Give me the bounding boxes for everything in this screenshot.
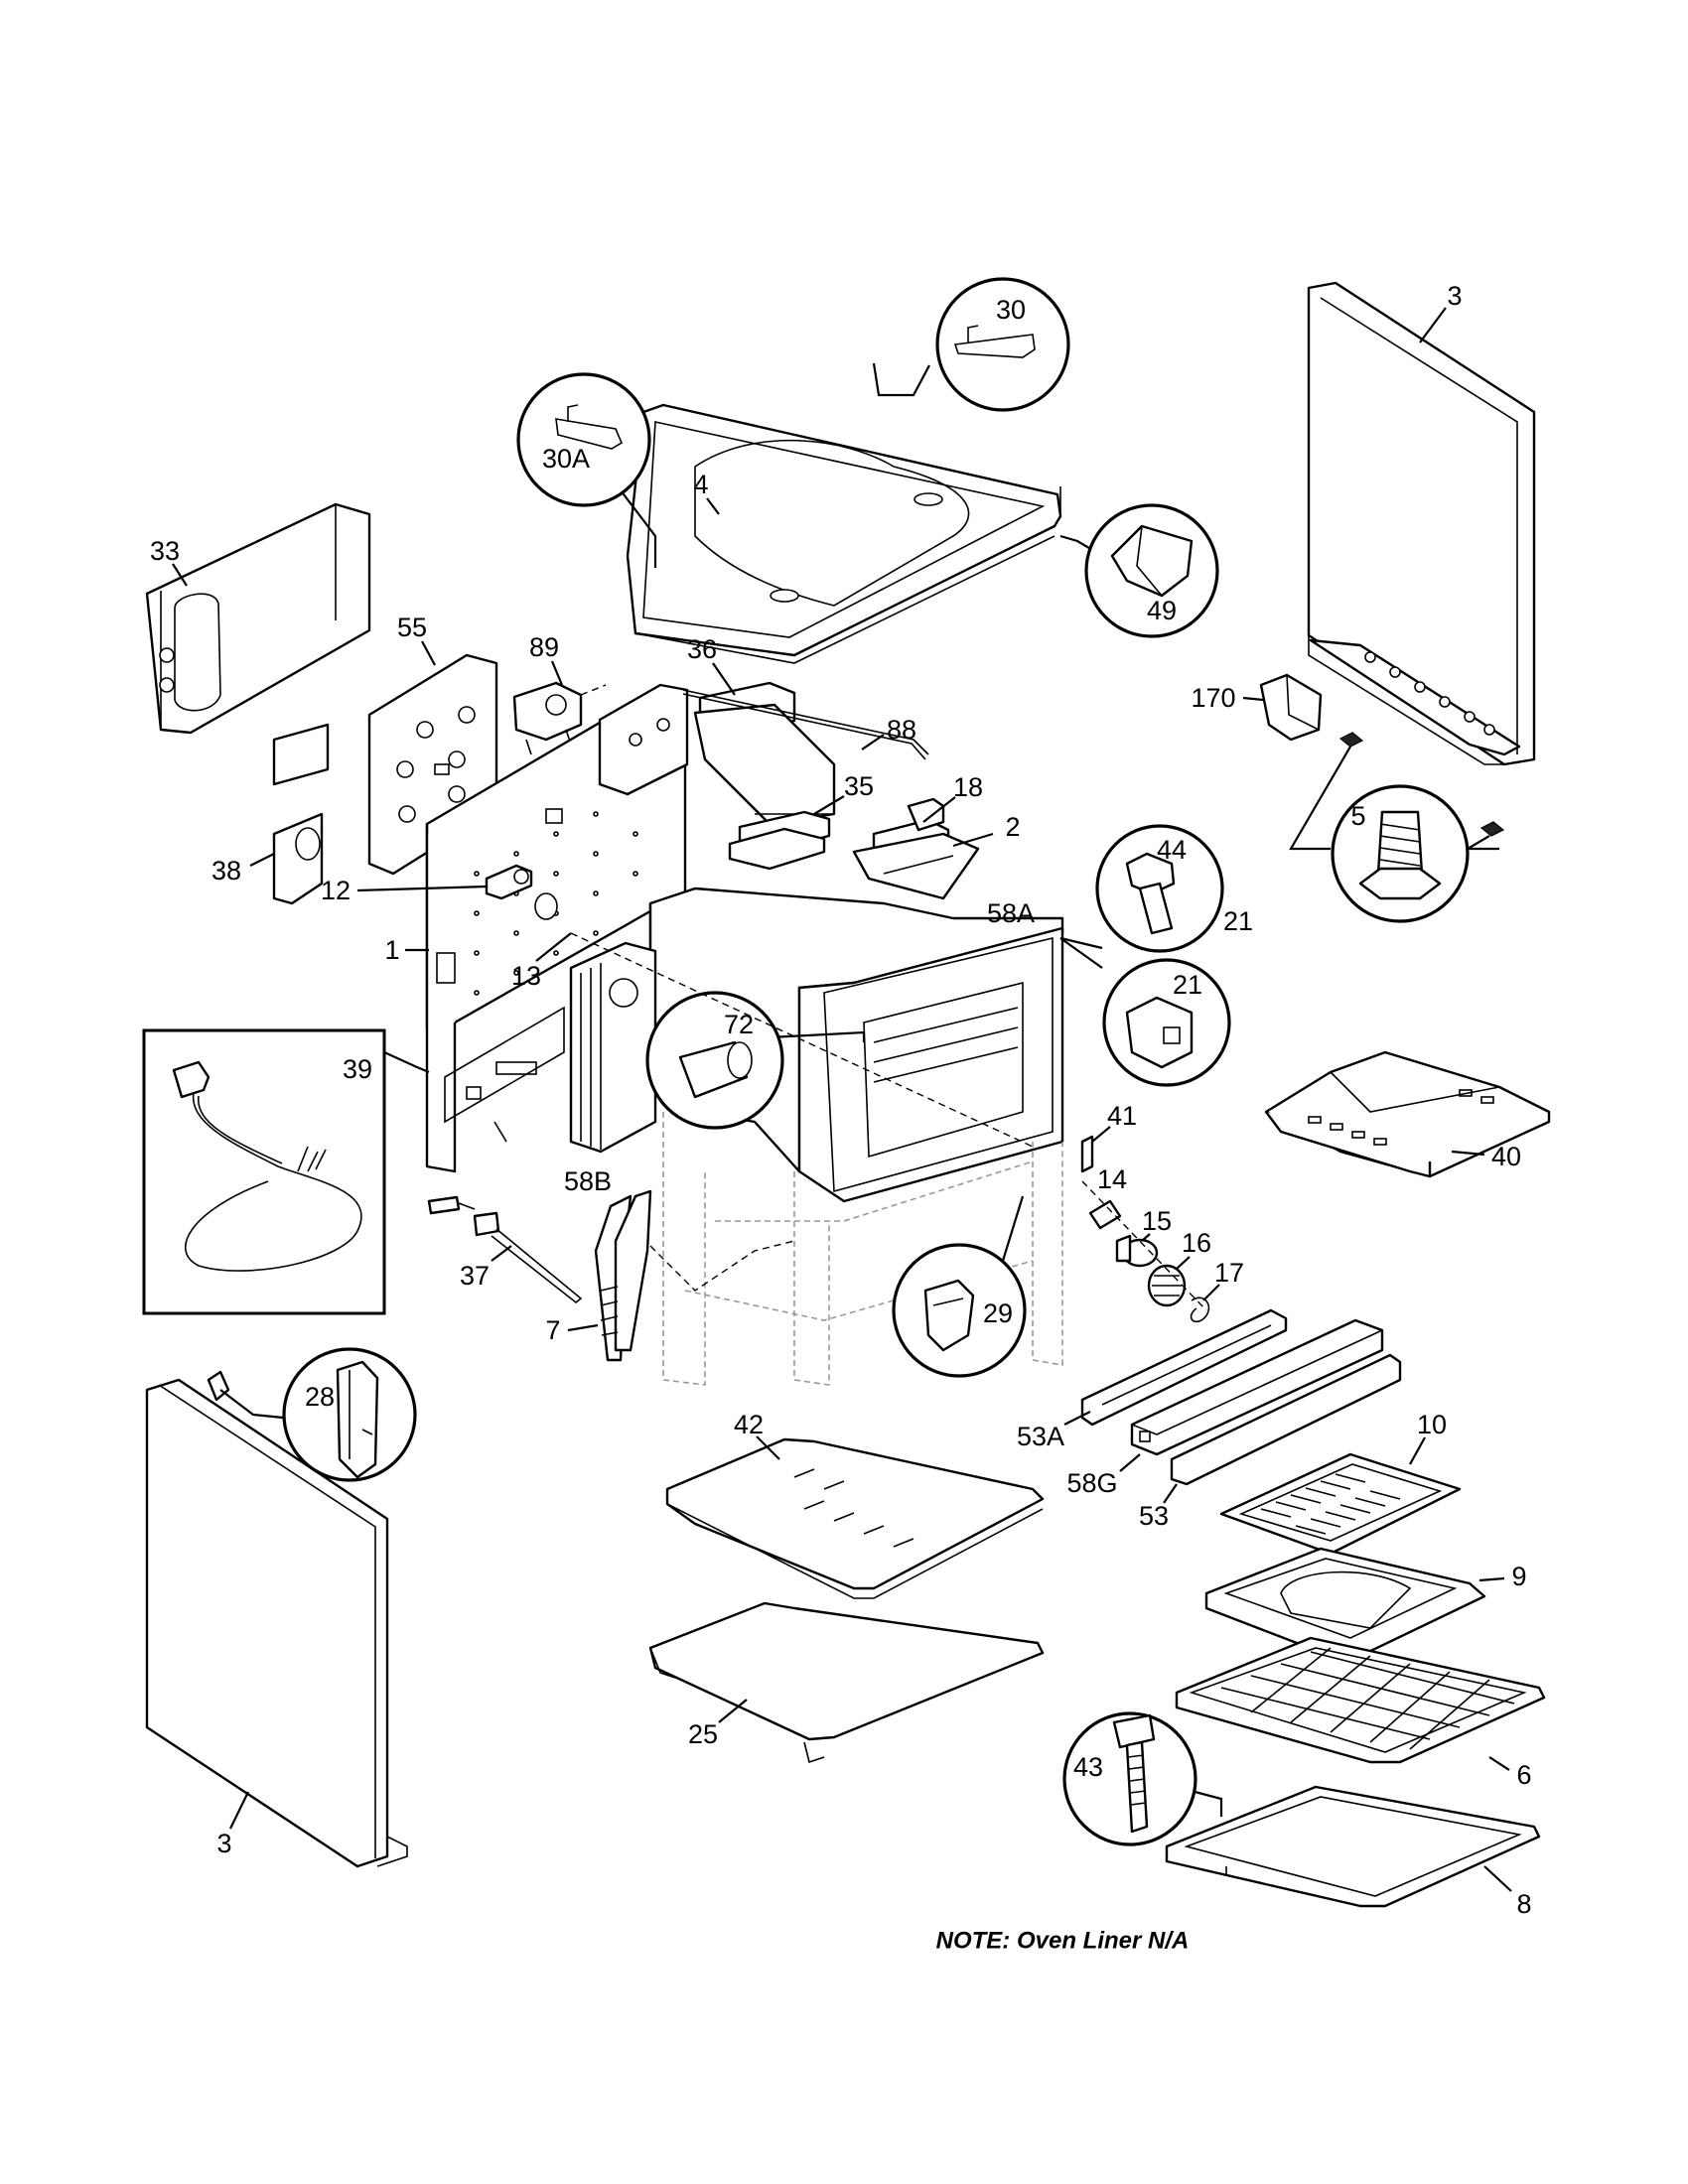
label-7: 7	[545, 1315, 560, 1345]
label-10: 10	[1417, 1410, 1447, 1439]
callout-part-43: 43	[1062, 1711, 1223, 1846]
label-30A: 30A	[542, 444, 590, 474]
label-37: 37	[460, 1261, 490, 1291]
callout-part-29: 29	[892, 1195, 1027, 1378]
label-36: 36	[687, 634, 717, 664]
label-40: 40	[1491, 1142, 1521, 1171]
rail-part-53: 53	[1139, 1353, 1402, 1531]
label-58A: 58A	[987, 898, 1035, 928]
label-35: 35	[844, 771, 874, 801]
label-12: 12	[321, 876, 351, 905]
label-30: 30	[996, 295, 1026, 325]
plate-part-35: 35	[728, 771, 874, 871]
label-2: 2	[1005, 812, 1020, 842]
label-88: 88	[887, 715, 916, 745]
label-41: 41	[1107, 1101, 1137, 1131]
insulation-part-38: 38	[211, 812, 324, 905]
callout-part-72: 72	[645, 991, 866, 1130]
oven-liner-note: NOTE: Oven Liner N/A	[936, 1928, 1190, 1955]
oven-frame-ghost	[662, 1112, 1063, 1386]
label-13: 13	[511, 961, 541, 991]
side-panel-part-3-bottom: 3	[145, 1370, 408, 1868]
sensor-part-37: 37	[427, 1195, 583, 1304]
label-5: 5	[1350, 801, 1365, 831]
top-panel-part-4	[626, 403, 1062, 664]
insulation-part-58B: 58B	[564, 941, 657, 1196]
label-43: 43	[1073, 1752, 1103, 1782]
power-cord-box-part-39: 39	[142, 1028, 430, 1315]
callout-part-21: 21	[1059, 936, 1231, 1087]
callout-part-5: 5	[1289, 732, 1505, 923]
label-72: 72	[724, 1010, 754, 1039]
rail-part-53A: 53A	[1017, 1308, 1288, 1451]
back-cover-part-33: 33	[145, 502, 371, 735]
label-44: 44	[1157, 835, 1187, 865]
label-53: 53	[1139, 1501, 1169, 1531]
broil-pan-part-9: 9	[1204, 1547, 1527, 1660]
hinge-part-7: 7	[545, 1189, 795, 1362]
label-14: 14	[1097, 1164, 1127, 1194]
label-15: 15	[1142, 1206, 1172, 1236]
label-28: 28	[305, 1382, 335, 1412]
ring-part-13: 13	[511, 892, 572, 991]
label-21b: 21	[1173, 970, 1202, 1000]
oven-rack-part-6: 6	[1175, 1636, 1546, 1790]
label-25: 25	[688, 1719, 718, 1749]
callout-part-30A: 30A	[516, 372, 657, 568]
label-8: 8	[1516, 1889, 1531, 1919]
label-9: 9	[1511, 1562, 1526, 1591]
label-1: 1	[384, 935, 399, 965]
label-3-top: 3	[1447, 281, 1462, 311]
side-panel-part-3-top: 3	[1307, 281, 1536, 766]
label-58B: 58B	[564, 1166, 612, 1196]
label-18: 18	[953, 772, 983, 802]
bracket-part-170: 170	[1191, 673, 1323, 742]
back-frame-part-1: 1	[384, 683, 689, 1173]
bracket-part-40: 40	[1264, 1050, 1551, 1178]
vent-duct-part-36: 36	[687, 634, 836, 854]
label-17: 17	[1214, 1258, 1244, 1288]
label-55: 55	[397, 613, 427, 642]
rod-part-88: 88	[682, 689, 929, 760]
label-29: 29	[983, 1298, 1013, 1328]
fitting-part-12: 12	[321, 864, 533, 905]
label-89: 89	[529, 632, 559, 662]
clip-part-41: 41	[1080, 1101, 1137, 1173]
label-21a: 21	[1223, 906, 1253, 936]
label-33: 33	[150, 536, 180, 566]
tray-part-42: 42	[665, 1410, 1045, 1599]
callout-part-30: 30	[872, 277, 1070, 412]
label-38: 38	[211, 856, 241, 886]
label-16: 16	[1182, 1228, 1211, 1258]
channel-part-58G: 58G	[1066, 1318, 1384, 1498]
callout-part-49: 49	[1059, 503, 1219, 638]
label-42: 42	[734, 1410, 764, 1439]
label-49: 49	[1147, 596, 1177, 625]
label-170: 170	[1191, 683, 1235, 713]
insulation-part-55: 55	[272, 613, 498, 876]
label-3-bottom: 3	[216, 1829, 231, 1858]
drawer-part-25: 25	[648, 1601, 1045, 1764]
bracket-part-2: 2	[852, 812, 1021, 900]
label-6: 6	[1516, 1760, 1531, 1790]
callout-part-44: 44 21	[1059, 824, 1253, 969]
label-53A: 53A	[1017, 1422, 1064, 1451]
frame-part-8: 8	[1165, 1785, 1541, 1919]
switch-part-89: 89	[512, 632, 607, 755]
label-58G: 58G	[1066, 1468, 1117, 1498]
callout-part-28: 28	[219, 1347, 417, 1482]
lamp-parts: 14 15 16 17	[1081, 1164, 1244, 1323]
label-4: 4	[693, 470, 708, 499]
label-39: 39	[343, 1054, 372, 1084]
broil-grid-part-10: 10	[1219, 1410, 1462, 1556]
